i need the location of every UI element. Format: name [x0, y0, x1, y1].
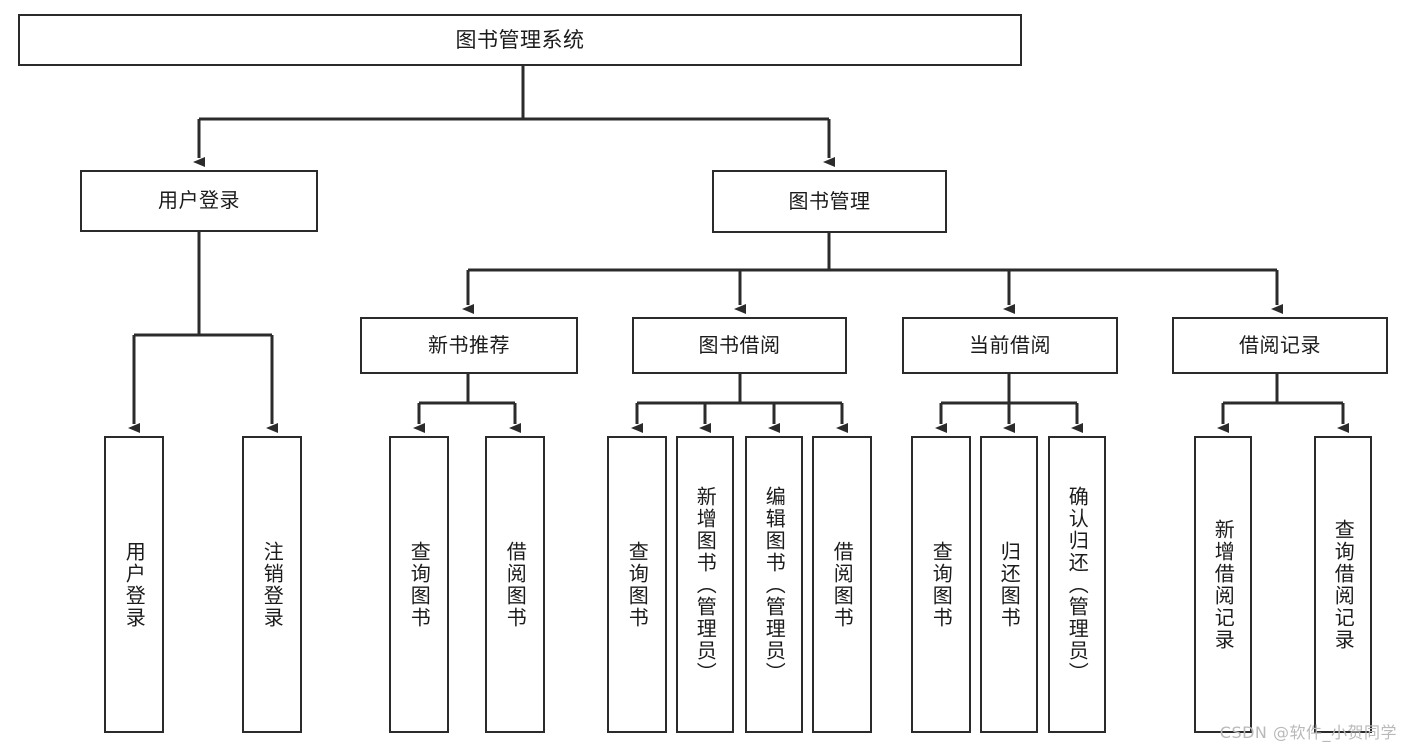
node-book-borrow[interactable]: 图书借阅 [632, 317, 847, 374]
node-leaf-add-book-label: 新增图书（管理员） [693, 485, 718, 684]
node-leaf-query-book-1[interactable]: 查询图书 [389, 436, 449, 733]
node-leaf-query-book-1-label: 查询图书 [407, 540, 432, 629]
node-user-login[interactable]: 用户登录 [80, 170, 318, 232]
node-root-label: 图书管理系统 [455, 27, 585, 52]
node-leaf-confirm-return-label: 确认归还（管理员） [1065, 485, 1090, 684]
node-leaf-add-record-label: 新增借阅记录 [1211, 518, 1236, 651]
node-user-login-label: 用户登录 [158, 188, 240, 213]
node-leaf-borrow-book-1[interactable]: 借阅图书 [485, 436, 545, 733]
node-leaf-edit-book[interactable]: 编辑图书（管理员） [745, 436, 803, 733]
node-book-borrow-label: 图书借阅 [698, 332, 781, 357]
node-leaf-borrow-book-2-label: 借阅图书 [830, 540, 855, 629]
node-leaf-return-book-label: 归还图书 [997, 540, 1022, 629]
node-leaf-confirm-return[interactable]: 确认归还（管理员） [1048, 436, 1106, 733]
node-leaf-add-record[interactable]: 新增借阅记录 [1194, 436, 1252, 733]
node-root[interactable]: 图书管理系统 [18, 14, 1022, 66]
node-leaf-query-record-label: 查询借阅记录 [1331, 518, 1356, 651]
node-leaf-add-book[interactable]: 新增图书（管理员） [676, 436, 734, 733]
node-leaf-user-login[interactable]: 用户登录 [104, 436, 164, 733]
node-leaf-user-login-label: 用户登录 [122, 540, 147, 629]
node-borrow-record-label: 借阅记录 [1239, 332, 1321, 357]
node-leaf-borrow-book-1-label: 借阅图书 [503, 540, 528, 629]
node-leaf-logout-label: 注销登录 [260, 540, 285, 629]
node-leaf-return-book[interactable]: 归还图书 [980, 436, 1038, 733]
node-current-borrow[interactable]: 当前借阅 [902, 317, 1118, 374]
csdn-watermark: CSDN @软件_小贺同学 [1219, 723, 1397, 742]
node-leaf-query-book-2-label: 查询图书 [625, 540, 650, 629]
node-leaf-query-book-2[interactable]: 查询图书 [607, 436, 667, 733]
node-leaf-edit-book-label: 编辑图书（管理员） [762, 485, 787, 684]
node-leaf-logout[interactable]: 注销登录 [242, 436, 302, 733]
node-leaf-query-book-3[interactable]: 查询图书 [911, 436, 971, 733]
node-book-manage-label: 图书管理 [788, 188, 871, 213]
node-current-borrow-label: 当前借阅 [969, 332, 1051, 357]
node-new-book-recommend-label: 新书推荐 [428, 332, 510, 357]
node-leaf-query-record[interactable]: 查询借阅记录 [1314, 436, 1372, 733]
node-book-manage[interactable]: 图书管理 [712, 170, 947, 233]
node-borrow-record[interactable]: 借阅记录 [1172, 317, 1388, 374]
node-leaf-query-book-3-label: 查询图书 [929, 540, 954, 629]
node-leaf-borrow-book-2[interactable]: 借阅图书 [812, 436, 872, 733]
node-new-book-recommend[interactable]: 新书推荐 [360, 317, 578, 374]
